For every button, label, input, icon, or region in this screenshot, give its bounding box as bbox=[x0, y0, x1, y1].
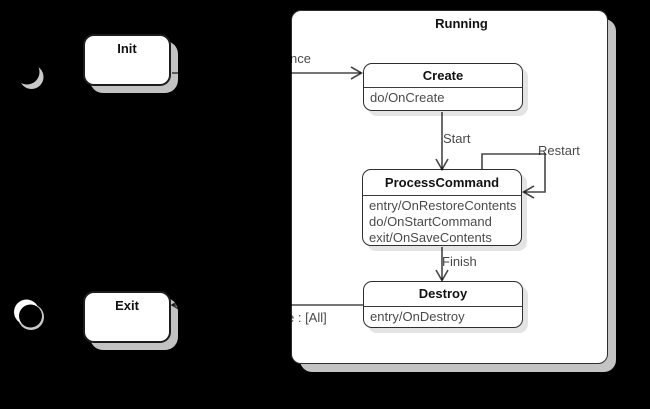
final-state-icon[interactable] bbox=[14, 299, 44, 331]
state-feature: entry/OnDestroy bbox=[370, 309, 465, 324]
transition-label-init-to-create[interactable]: nce bbox=[290, 51, 311, 66]
state-feature: do/OnCreate bbox=[370, 90, 445, 105]
state-destroy[interactable]: Destroy entry/OnDestroy bbox=[363, 281, 523, 328]
state-feature: exit/OnSaveContents bbox=[369, 230, 492, 245]
state-process-command-features: entry/OnRestoreContents do/OnStartComman… bbox=[363, 195, 521, 246]
state-exit-title: Exit bbox=[115, 298, 139, 313]
state-create[interactable]: Create do/OnCreate bbox=[363, 63, 523, 111]
state-feature: do/OnStartCommand bbox=[369, 214, 492, 229]
state-feature: entry/OnRestoreContents bbox=[369, 198, 517, 213]
state-exit[interactable]: Exit bbox=[83, 291, 171, 343]
transition-label-start[interactable]: Start bbox=[443, 131, 471, 146]
state-process-command[interactable]: ProcessCommand entry/OnRestoreContents d… bbox=[362, 169, 522, 246]
state-create-title: Create bbox=[422, 68, 464, 83]
transition-label-finish[interactable]: Finish bbox=[442, 254, 477, 269]
state-process-command-title: ProcessCommand bbox=[384, 175, 500, 190]
state-create-features: do/OnCreate bbox=[364, 87, 522, 106]
state-init[interactable]: Init bbox=[83, 34, 171, 86]
state-destroy-features: entry/OnDestroy bbox=[364, 306, 522, 325]
initial-state-icon[interactable] bbox=[14, 59, 44, 90]
state-init-title: Init bbox=[117, 41, 137, 56]
transition-label-destroy-to-exit[interactable]: e : [All] bbox=[287, 310, 327, 325]
state-destroy-title: Destroy bbox=[418, 286, 468, 301]
transition-label-restart[interactable]: Restart bbox=[538, 143, 580, 158]
state-running-title: Running bbox=[435, 16, 488, 31]
